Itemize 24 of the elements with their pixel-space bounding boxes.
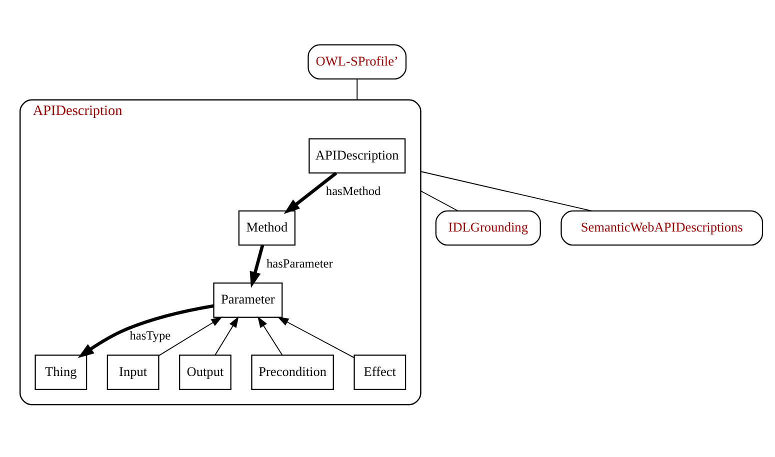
edge-label: hasParameter — [266, 256, 333, 270]
node-box: Method — [238, 210, 296, 246]
arrow — [258, 316, 283, 356]
node-box: Thing — [34, 354, 88, 390]
node-box: APIDescription — [308, 138, 406, 174]
node-box: SemanticWebAPIDescriptions — [560, 210, 764, 246]
arrow — [78, 304, 214, 358]
node-box: Input — [106, 354, 160, 390]
node-box: Parameter — [213, 282, 283, 318]
connector — [420, 190, 458, 212]
connector — [356, 78, 358, 100]
edge-label: hasMethod — [326, 184, 381, 198]
connector — [420, 171, 592, 212]
arrow — [284, 172, 338, 214]
arrow — [214, 316, 239, 356]
node-box: OWL-SProfile’ — [308, 44, 407, 80]
arrow — [250, 244, 264, 288]
node-box: Precondition — [251, 354, 334, 390]
node-box: Effect — [354, 354, 406, 390]
arrow — [158, 316, 223, 356]
edge-label: hasType — [130, 328, 171, 342]
node-box: Output — [179, 354, 232, 390]
node-box: IDLGrounding — [435, 210, 541, 246]
arrow — [277, 316, 354, 358]
